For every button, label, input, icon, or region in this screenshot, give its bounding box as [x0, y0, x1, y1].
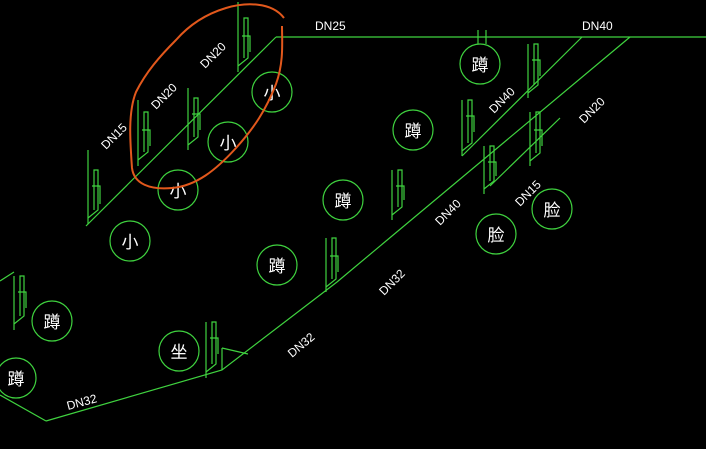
- riser-left-12: [13, 275, 27, 330]
- squat-toilet-4: 蹲: [256, 244, 298, 286]
- svg-text:小: 小: [122, 233, 139, 253]
- fixture-labels: 小 小 小 小 蹲 蹲 蹲 蹲: [0, 43, 573, 399]
- label-dn20-circled: DN20: [197, 39, 229, 71]
- riser-upper-3: [137, 100, 151, 166]
- riser-upper-2: [187, 88, 201, 150]
- seat-toilet-1: 坐: [158, 330, 200, 372]
- svg-text:蹲: 蹲: [405, 122, 422, 142]
- svg-text:坐: 坐: [171, 343, 188, 363]
- markup-highlight: [129, 3, 285, 190]
- label-dn20-circled-2: DN20: [148, 80, 180, 112]
- branch-right: [489, 117, 561, 187]
- svg-text:脸: 脸: [488, 226, 505, 246]
- main-pipe: [45, 36, 631, 422]
- diagonal-branch-left: [85, 36, 277, 227]
- riser-squat-7: [461, 99, 475, 156]
- riser-right-9: [529, 111, 543, 166]
- wash-basin-1: 脸: [531, 188, 573, 230]
- svg-text:小: 小: [220, 134, 237, 154]
- stub-seat-2: [221, 347, 249, 355]
- pipe-network: [0, 36, 706, 422]
- squat-toilet-2: 蹲: [392, 109, 434, 151]
- riser-basin-10: [483, 145, 497, 194]
- riser-top-13: [477, 30, 487, 44]
- riser-squat-5: [391, 169, 405, 220]
- squat-toilet-1: 蹲: [459, 43, 501, 85]
- riser-right-8: [527, 43, 541, 98]
- svg-text:脸: 脸: [544, 201, 561, 221]
- label-dn15-left: DN15: [98, 120, 130, 152]
- bottom-left-pipe: [0, 394, 47, 422]
- label-dn20-right: DN20: [576, 94, 608, 126]
- label-dn32-bottom: DN32: [65, 391, 99, 413]
- riser-left-4: [87, 150, 101, 224]
- svg-text:蹲: 蹲: [269, 257, 286, 277]
- label-dn40-mid: DN40: [486, 84, 518, 116]
- urinal-small-2: 小: [207, 121, 249, 163]
- squat-toilet-5: 蹲: [31, 300, 73, 342]
- label-dn40-top: DN40: [582, 19, 613, 33]
- label-dn32-lower: DN32: [285, 330, 318, 361]
- label-dn25-top: DN25: [315, 19, 346, 33]
- wash-basin-2: 脸: [475, 213, 517, 255]
- label-dn32-center: DN32: [376, 266, 408, 298]
- riser-squat-6: [325, 237, 339, 292]
- riser-top-1: [237, 2, 251, 72]
- fixture-risers: [13, 2, 543, 378]
- pipe-size-labels: DN25 DN40 DN20 DN20 DN15 DN40 DN20 DN40 …: [65, 19, 613, 413]
- squat-toilet-3: 蹲: [322, 179, 364, 221]
- svg-text:蹲: 蹲: [472, 56, 489, 76]
- riser-seat-11: [205, 321, 219, 378]
- svg-text:蹲: 蹲: [44, 313, 61, 333]
- label-dn40-center: DN40: [432, 196, 464, 228]
- squat-toilet-6: 蹲: [0, 357, 37, 399]
- svg-text:蹲: 蹲: [335, 192, 352, 212]
- diagonal-branch-mid: [461, 36, 583, 157]
- urinal-small-4: 小: [109, 220, 151, 262]
- svg-text:蹲: 蹲: [8, 370, 25, 390]
- stub-left: [0, 271, 15, 282]
- urinal-small-3: 小: [157, 169, 199, 211]
